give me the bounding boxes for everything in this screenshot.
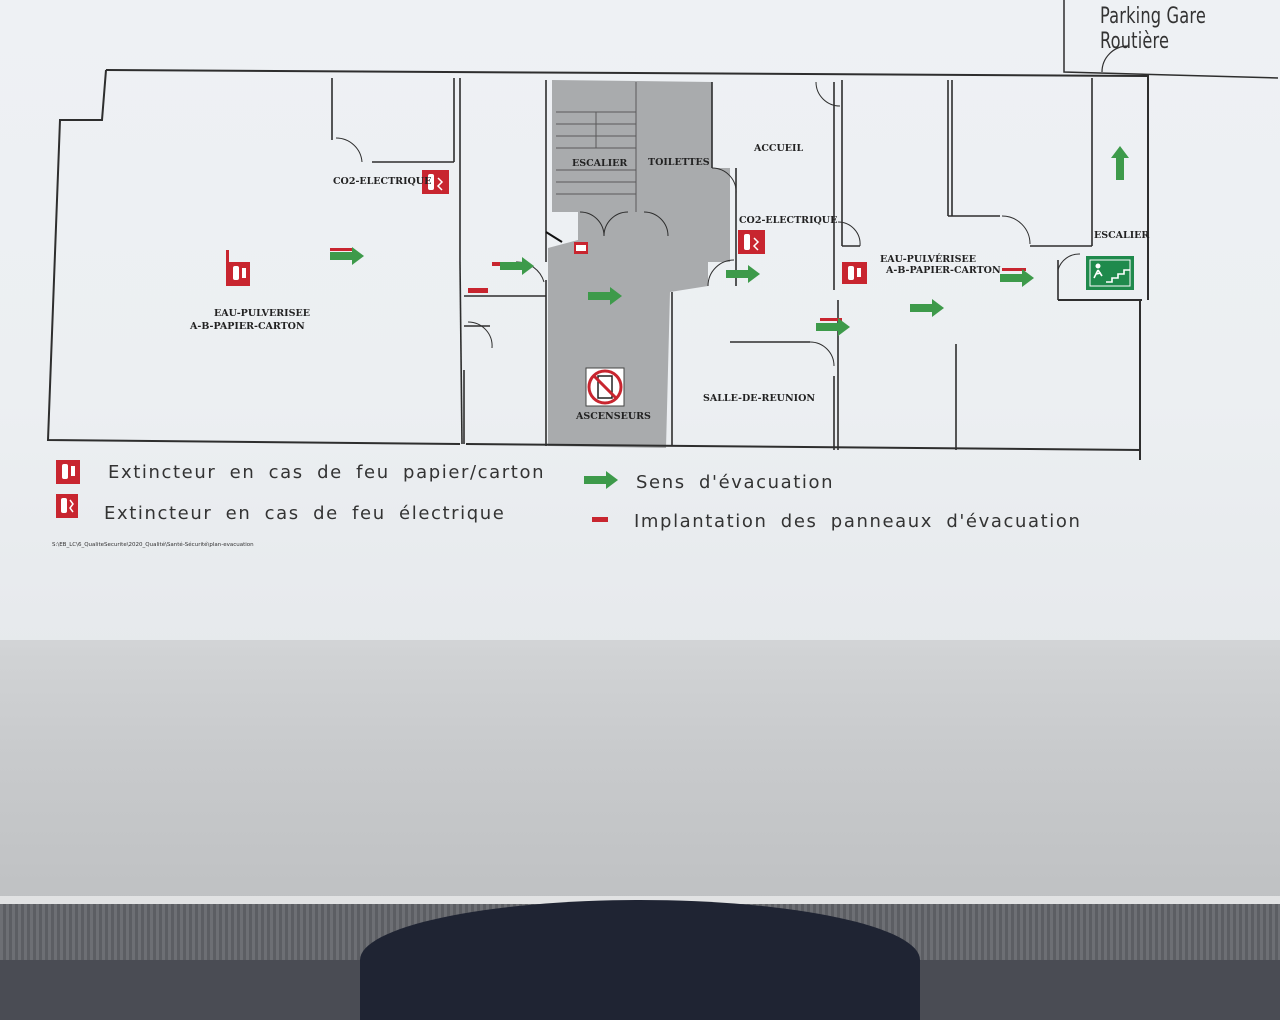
fire-extinguisher-electric-icon	[56, 494, 78, 518]
legend-panel-placement: Implantation des panneaux d'évacuation	[634, 511, 1082, 532]
room-label-co2-electrique: CO2-ELECTRIQUE	[739, 215, 837, 226]
room-label-co2-electrique: CO2-ELECTRIQUE	[333, 176, 431, 187]
no-elevator-in-fire-icon	[585, 367, 625, 407]
parking-label: Parking Gare Routière	[1100, 4, 1206, 54]
evacuation-arrow-icon	[1000, 269, 1034, 287]
panel-placement-icon	[592, 517, 608, 522]
evacuation-arrow-icon	[726, 265, 760, 283]
room-label-papier-carton: A-B-PAPIER-CARTON	[885, 265, 1001, 276]
fire-extinguisher-icon	[56, 460, 80, 484]
you-are-here-arrow-icon	[545, 231, 563, 243]
emergency-exit-stairs-icon	[1086, 256, 1134, 290]
evacuation-arrow-icon	[910, 299, 944, 317]
file-path: S:\EB_LC\6_QualiteSecurite\2020_Qualité\…	[52, 542, 254, 548]
fire-extinguisher-electric-icon	[738, 230, 765, 254]
fire-alarm-icon	[574, 242, 588, 254]
room-label-papier-carton: A-B-PAPIER-CARTON	[189, 321, 305, 332]
evacuation-arrow-icon	[500, 257, 534, 275]
room-label-ascenseurs: ASCENSEURS	[575, 411, 651, 422]
room-label-accueil: ACCUEIL	[753, 143, 803, 154]
legend-extinguisher-paper: Extincteur en cas de feu papier/carton	[108, 462, 546, 483]
person-lap	[360, 900, 920, 1020]
legend-evacuation-direction: Sens d'évacuation	[636, 472, 835, 493]
room-label-toilettes: TOILETTES	[648, 157, 710, 168]
fire-extinguisher-icon	[226, 250, 250, 286]
clipboard-board	[0, 640, 1280, 902]
room-label-eau-pulverisee: EAU-PULVÉRISEE	[880, 253, 976, 265]
fire-extinguisher-icon	[842, 262, 867, 284]
floor-plan: CO2-ELECTRIQUE EAU-PULVERISEE A-B-PAPIER…	[46, 0, 1279, 522]
core-corridor	[548, 80, 730, 448]
room-label-escalier: ESCALIER	[1094, 230, 1149, 241]
room-label-escalier: ESCALIER	[572, 158, 627, 169]
legend-extinguisher-electric: Extincteur en cas de feu électrique	[104, 503, 506, 524]
evacuation-arrow-up-icon	[1111, 146, 1129, 180]
fire-extinguisher-electric-icon	[422, 170, 449, 194]
evacuation-arrow-icon	[584, 471, 618, 489]
room-label-salle-de-reunion: SALLE-DE-REUNION	[703, 393, 815, 404]
room-label-eau-pulverisee: EAU-PULVERISEE	[214, 308, 310, 319]
